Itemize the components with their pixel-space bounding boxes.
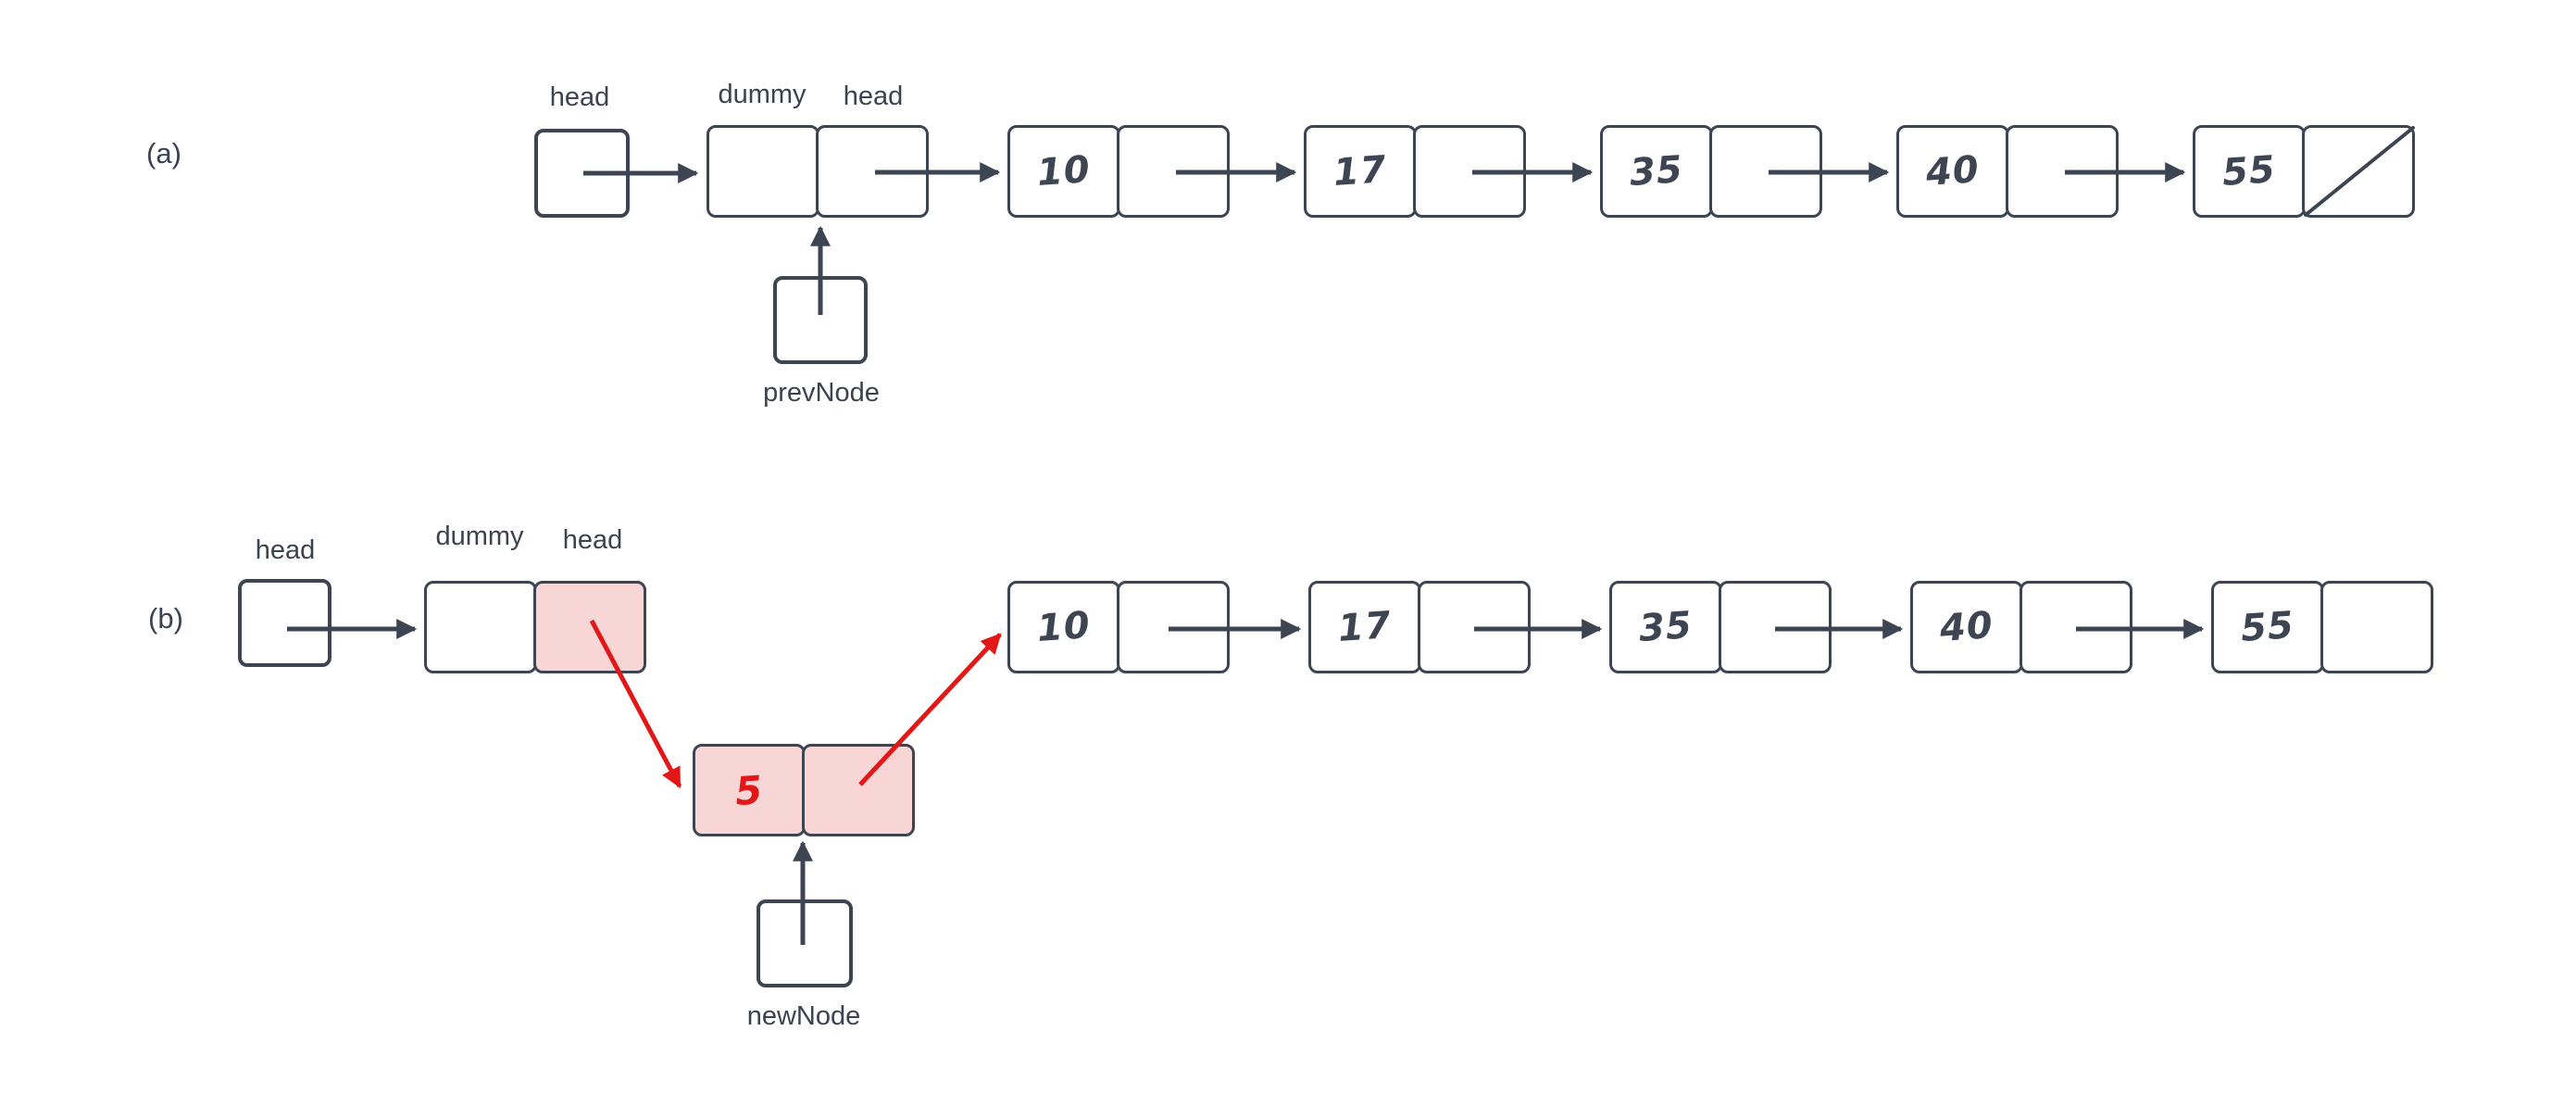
- node-a-3-next-cell: [1709, 125, 1822, 218]
- new-node-value-cell: 5: [693, 744, 806, 836]
- head-pointer-box-a: [534, 129, 630, 218]
- newnode-pointer-box: [757, 899, 853, 987]
- node-b-1-value-cell: 10: [1007, 581, 1120, 673]
- head-pointer-box-b: [238, 579, 331, 667]
- node-a-1-next-cell: [1117, 125, 1230, 218]
- node-a-1-value-cell: 10: [1007, 125, 1120, 218]
- node-a-2-next-cell: [1413, 125, 1526, 218]
- node-b-4-value-cell: 40: [1910, 581, 2023, 673]
- node-b-4-value: 40: [1938, 604, 1995, 650]
- node-a-5-value: 55: [2220, 148, 2278, 195]
- node-b-2-value: 17: [1336, 604, 1394, 650]
- node-b-5-value: 55: [2239, 604, 2296, 650]
- node-a-4-value: 40: [1924, 148, 1982, 195]
- dummy-node-next-cell-b-highlighted: [533, 581, 646, 673]
- dummy-node-next-cell-a: [816, 125, 929, 218]
- dummy-head-label-a: head: [843, 82, 904, 111]
- node-a-5-value-cell: 55: [2193, 125, 2306, 218]
- node-a-2-value-cell: 17: [1304, 125, 1417, 218]
- dummy-label-b: dummy: [435, 522, 524, 551]
- node-a-2-value: 17: [1332, 148, 1389, 195]
- dummy-head-label-b: head: [562, 525, 623, 555]
- node-b-2-next-cell: [1418, 581, 1531, 673]
- section-label-b: (b): [148, 602, 183, 635]
- node-a-1-value: 10: [1035, 148, 1093, 195]
- node-b-5-next-cell-empty: [2320, 581, 2433, 673]
- dummy-node-value-cell-b: [424, 581, 537, 673]
- head-pointer-label-a: head: [549, 82, 610, 112]
- prevnode-label: prevNode: [763, 378, 880, 408]
- node-b-3-value: 35: [1637, 604, 1694, 650]
- node-a-3-value-cell: 35: [1600, 125, 1713, 218]
- dummy-node-value-cell-a: [707, 125, 819, 218]
- node-b-4-next-cell: [2020, 581, 2132, 673]
- node-a-4-next-cell: [2006, 125, 2119, 218]
- node-b-1-value: 10: [1035, 604, 1093, 650]
- section-label-a: (a): [146, 137, 181, 170]
- node-b-3-value-cell: 35: [1609, 581, 1722, 673]
- node-b-1-next-cell: [1117, 581, 1230, 673]
- node-b-5-value-cell: 55: [2211, 581, 2324, 673]
- new-node-value: 5: [733, 766, 765, 814]
- dummy-label-a: dummy: [718, 80, 807, 109]
- node-a-4-value-cell: 40: [1896, 125, 2009, 218]
- newnode-label: newNode: [746, 1001, 861, 1031]
- head-pointer-label-b: head: [255, 535, 316, 565]
- node-b-3-next-cell: [1719, 581, 1832, 673]
- prevnode-pointer-box: [773, 276, 868, 364]
- new-node-next-cell: [802, 744, 915, 836]
- node-a-5-next-cell-null: [2302, 125, 2415, 218]
- node-b-2-value-cell: 17: [1308, 581, 1421, 673]
- node-a-3-value: 35: [1628, 148, 1685, 195]
